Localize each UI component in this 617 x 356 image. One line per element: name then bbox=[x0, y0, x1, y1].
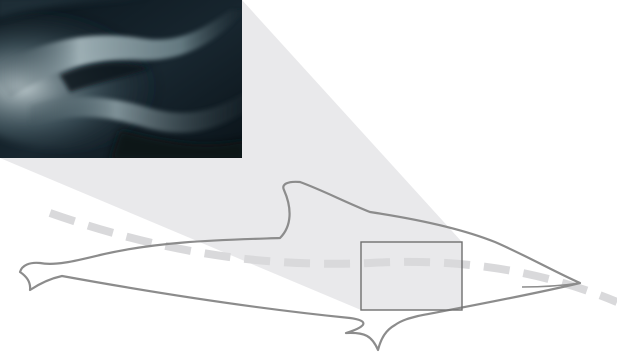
zoomed-texture-image bbox=[0, 0, 245, 160]
